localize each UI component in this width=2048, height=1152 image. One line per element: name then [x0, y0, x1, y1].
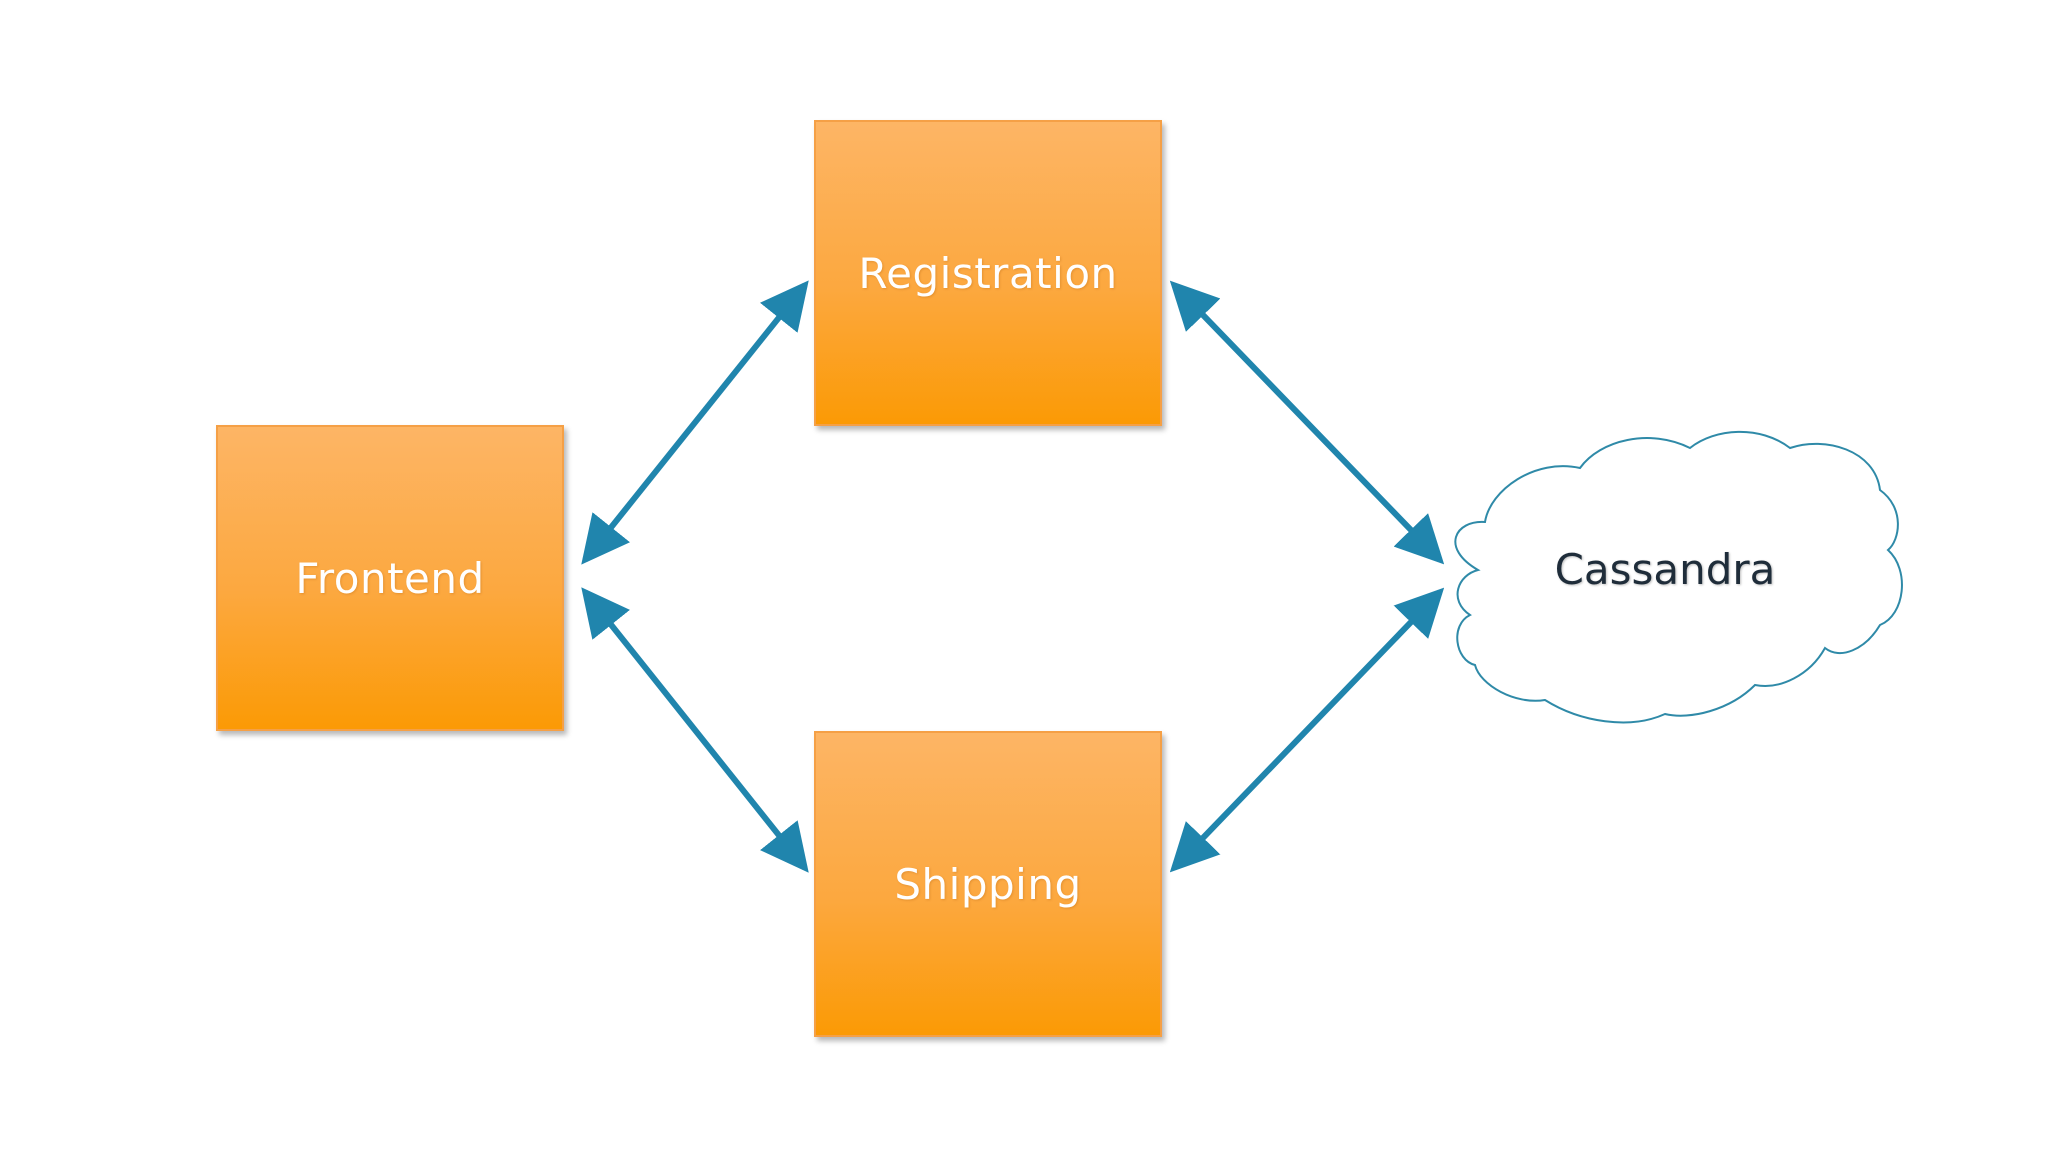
cassandra-cloud-shape [1454, 430, 1903, 724]
shipping-node: Shipping [814, 731, 1162, 1037]
cassandra-label: Cassandra [1554, 545, 1776, 594]
arrow-shipping-cassandra [1169, 587, 1445, 873]
frontend-node: Frontend [216, 425, 564, 731]
registration-label: Registration [858, 248, 1118, 298]
shipping-label: Shipping [894, 859, 1082, 909]
frontend-label: Frontend [295, 553, 485, 603]
arrow-frontend-shipping [581, 587, 809, 873]
arrow-frontend-registration [581, 280, 809, 565]
registration-node: Registration [814, 120, 1162, 426]
arrow-registration-cassandra [1169, 280, 1445, 565]
